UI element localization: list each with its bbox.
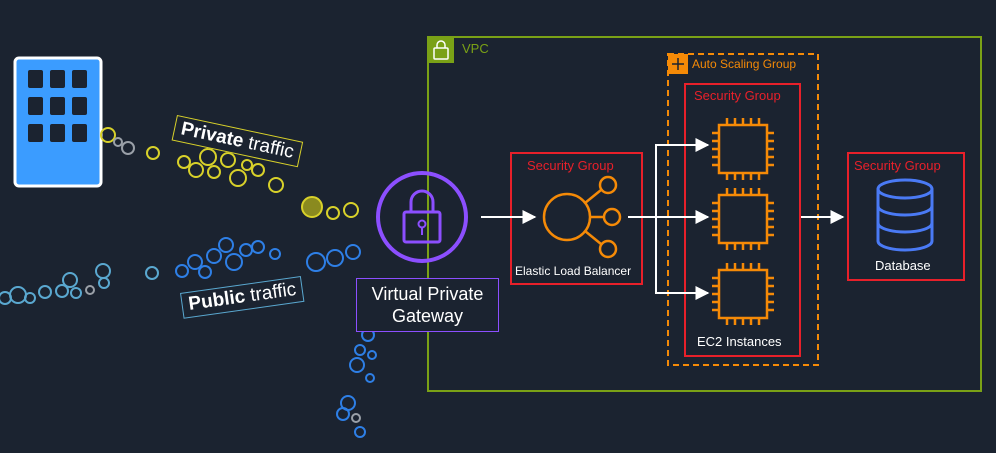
vpc-boundary	[427, 36, 982, 392]
security-group-db	[847, 152, 965, 281]
vpg-line2: Gateway	[391, 306, 464, 326]
elb-label: Elastic Load Balancer	[515, 264, 632, 278]
security-group-ec2	[684, 83, 801, 357]
auto-scaling-group-boundary	[667, 53, 819, 366]
vpc-label: VPC	[462, 41, 489, 56]
security-group-elb	[510, 152, 643, 285]
private-traffic-bubbles	[100, 127, 359, 220]
security-group-db-label: Security Group	[854, 158, 941, 173]
auto-scaling-group-label: Auto Scaling Group	[692, 57, 797, 71]
flow-arrows	[481, 138, 845, 300]
security-group-elb-label: Security Group	[527, 158, 614, 173]
load-balancer-icon	[542, 175, 622, 259]
public-label-rest: traffic	[248, 278, 298, 307]
vpc-lock-icon	[428, 37, 454, 63]
chip-icon	[712, 118, 774, 180]
chip-icon	[712, 263, 774, 325]
database-icon	[876, 178, 934, 252]
security-group-ec2-label: Security Group	[694, 88, 781, 103]
database-label: Database	[875, 258, 931, 273]
virtual-private-gateway-label: Virtual Private Gateway	[356, 278, 499, 332]
auto-scaling-icon	[668, 54, 688, 74]
chip-icon	[712, 188, 774, 250]
office-building-icon	[13, 56, 103, 188]
vpg-line1: Virtual Private	[371, 284, 484, 304]
ec2-label: EC2 Instances	[697, 334, 782, 349]
lock-icon	[376, 171, 468, 263]
public-traffic-bubbles	[0, 237, 377, 438]
public-label-bold: Public	[187, 286, 247, 315]
